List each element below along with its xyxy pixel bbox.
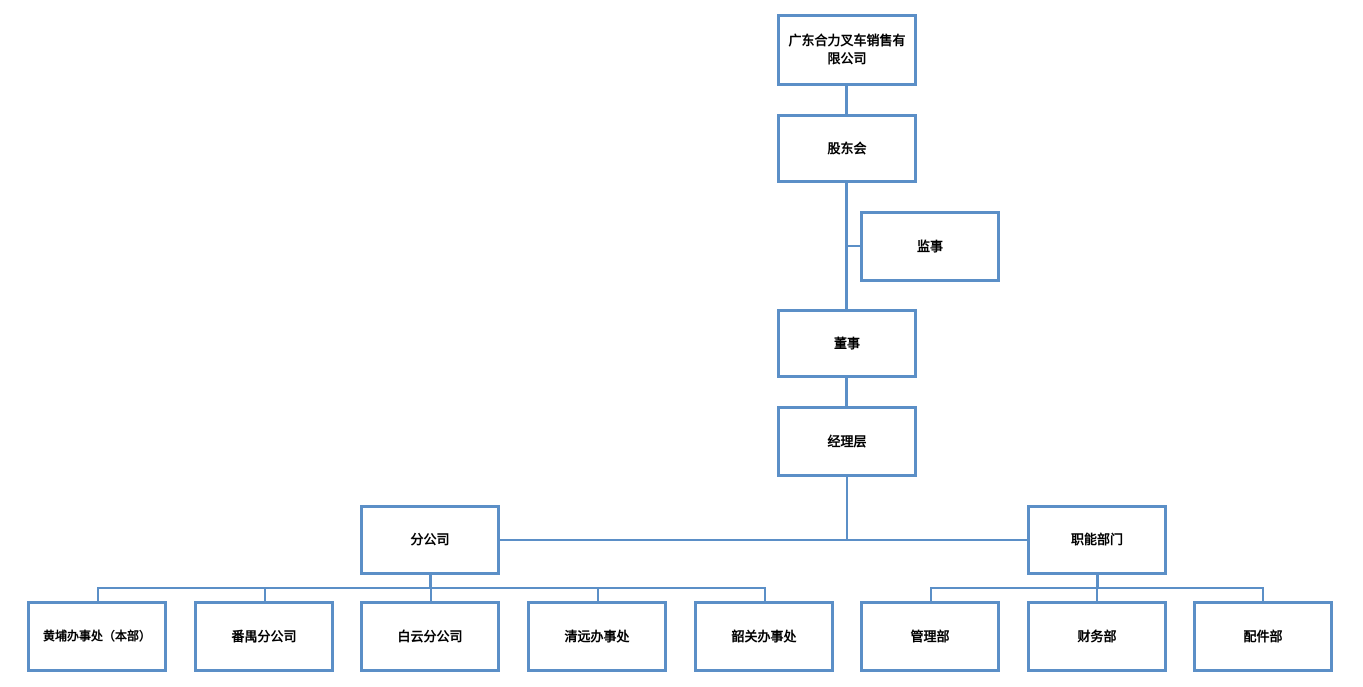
connector-company-to-shareholders	[845, 86, 848, 114]
node-company[interactable]: 广东合力叉车销售有限公司	[777, 14, 917, 86]
connector-director-to-management	[845, 378, 848, 406]
node-supervisor-label: 监事	[916, 238, 943, 254]
connector-branch-group-drop	[429, 575, 432, 589]
node-branch-group-label: 分公司	[410, 532, 450, 548]
node-branch-child-1-label: 黄埔办事处（本部）	[42, 629, 151, 644]
node-function-child-2-label: 财务部	[1077, 628, 1117, 644]
node-function-group[interactable]: 职能部门	[1027, 505, 1167, 575]
node-branch-child-5[interactable]: 韶关办事处	[694, 601, 834, 672]
node-function-group-label: 职能部门	[1070, 532, 1123, 548]
connector-function-child-1-drop	[930, 587, 932, 603]
connector-branch-child-1-drop	[97, 587, 99, 603]
node-shareholders-label: 股东会	[827, 140, 867, 156]
connector-branch-child-5-drop	[764, 587, 766, 603]
node-function-child-2[interactable]: 财务部	[1027, 601, 1167, 672]
node-branch-child-4[interactable]: 清远办事处	[527, 601, 667, 672]
node-management-label: 经理层	[827, 433, 867, 449]
node-supervisor[interactable]: 监事	[860, 211, 1000, 282]
node-management[interactable]: 经理层	[777, 406, 917, 477]
node-function-child-3-label: 配件部	[1243, 628, 1283, 644]
node-director[interactable]: 董事	[777, 309, 917, 378]
connector-branch-child-4-drop	[597, 587, 599, 603]
node-branch-child-5-label: 韶关办事处	[731, 628, 797, 644]
node-director-label: 董事	[833, 335, 860, 351]
node-branch-group[interactable]: 分公司	[360, 505, 500, 575]
connector-branch-child-2-drop	[264, 587, 266, 603]
node-shareholders[interactable]: 股东会	[777, 114, 917, 183]
connector-function-child-3-drop	[1262, 587, 1264, 603]
connector-branch-child-3-drop	[430, 587, 432, 603]
node-function-child-3[interactable]: 配件部	[1193, 601, 1333, 672]
connector-spine-to-supervisor	[845, 245, 863, 247]
connector-group-bus-horizontal	[500, 539, 1028, 541]
node-branch-child-1[interactable]: 黄埔办事处（本部）	[27, 601, 167, 672]
node-function-child-1-label: 管理部	[910, 628, 950, 644]
node-branch-child-3-label: 白云分公司	[397, 628, 463, 644]
node-branch-child-3[interactable]: 白云分公司	[360, 601, 500, 672]
connector-function-group-drop	[1096, 575, 1099, 589]
connector-management-to-group-bus	[846, 477, 848, 541]
node-branch-child-2[interactable]: 番禺分公司	[194, 601, 334, 672]
node-function-child-1[interactable]: 管理部	[860, 601, 1000, 672]
connector-function-child-2-drop	[1096, 587, 1098, 603]
node-company-label: 广东合力叉车销售有限公司	[788, 33, 906, 66]
node-branch-child-4-label: 清远办事处	[564, 628, 630, 644]
node-branch-child-2-label: 番禺分公司	[231, 628, 297, 644]
